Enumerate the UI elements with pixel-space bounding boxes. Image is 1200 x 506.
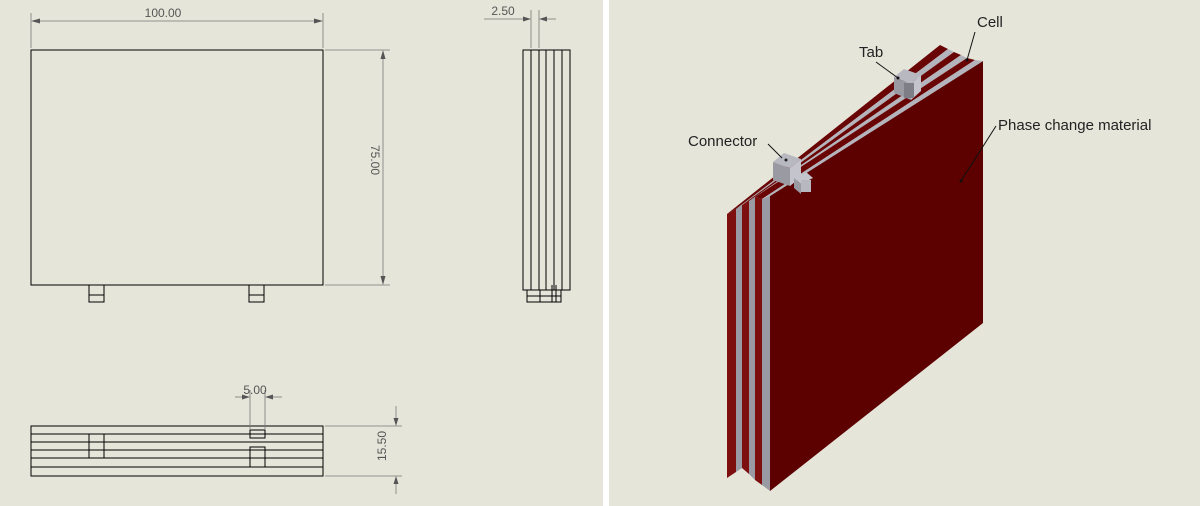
connector-label: Connector (688, 133, 757, 150)
label-connector: Connector (688, 133, 783, 159)
total-thickness-dimension: 15.50 (325, 406, 402, 494)
front-tab-right (248, 284, 265, 303)
label-cell: Cell (965, 14, 1003, 62)
battery-module-3d-panel: Cell Tab Connector Phase change material (609, 0, 1200, 506)
tab-width-dim-label: 5.00 (243, 383, 267, 397)
tab-width-dimension: 5.00 (235, 383, 282, 430)
label-pcm: Phase change material (959, 117, 1151, 183)
bottom-view: 5.00 15.50 (30, 383, 402, 494)
height-dim-label: 75.00 (368, 145, 382, 175)
model-svg: Cell Tab Connector Phase change material (688, 14, 1151, 491)
side-tabs (526, 285, 562, 303)
bottom-tab-left (88, 433, 105, 459)
cell-label: Cell (977, 14, 1003, 31)
pcm-front-face (770, 61, 983, 491)
pcm-label: Phase change material (998, 117, 1151, 134)
width-dimension: 100.00 (30, 6, 324, 48)
total-thickness-dim-label: 15.50 (375, 431, 389, 461)
bottom-tab-right (249, 429, 266, 468)
height-dimension: 75.00 (325, 49, 390, 286)
front-view: 100.00 75.00 (30, 6, 390, 303)
bottom-view-outline (30, 425, 324, 477)
side-view: 2.50 (484, 4, 571, 303)
engineering-drawing-panel: 100.00 75.00 (0, 0, 603, 506)
thickness-dimension: 2.50 (484, 4, 556, 48)
tab-label: Tab (859, 44, 883, 61)
thickness-dim-label: 2.50 (491, 4, 515, 18)
stack-side-face (727, 196, 770, 491)
width-dim-label: 100.00 (145, 6, 182, 20)
tab-block (894, 69, 921, 100)
label-tab: Tab (859, 44, 900, 80)
drawing-svg: 100.00 75.00 (30, 4, 571, 494)
front-view-outline (30, 49, 324, 286)
front-tab-left (88, 284, 105, 303)
connector-block (773, 153, 813, 194)
